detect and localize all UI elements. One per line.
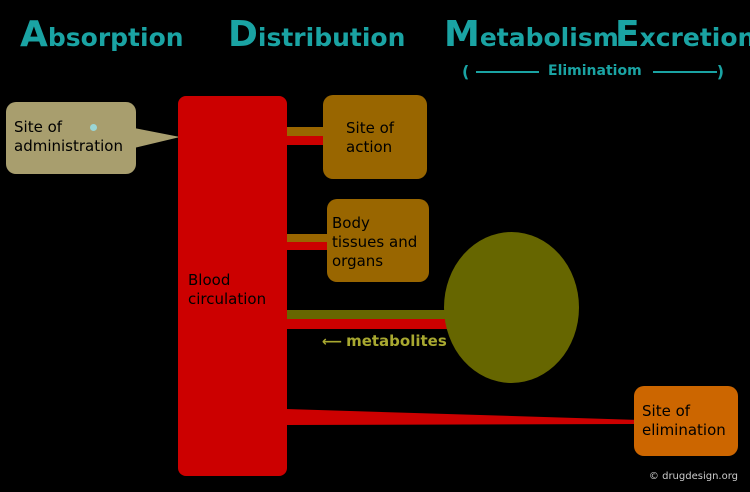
site-of-administration-label: Site of administration <box>14 118 123 155</box>
site-of-administration-box: Site of administration <box>6 102 136 174</box>
bracket-line-left <box>476 71 539 73</box>
bracket-line-right <box>653 71 717 73</box>
copyright-notice: © drugdesign.org <box>648 471 738 482</box>
site-of-elimination-label: Site of elimination <box>642 402 726 439</box>
band-tissues-red <box>286 242 328 250</box>
blood-circulation-label: Blood circulation <box>188 271 267 308</box>
site-of-action-box: Site of action <box>323 95 427 179</box>
right-paren: ) <box>716 62 724 81</box>
elimination-label: Eliminatiom <box>548 63 642 79</box>
blood-circulation-box: Blood circulation <box>178 96 287 476</box>
left-paren: ( <box>462 62 470 81</box>
heading-distribution: Distribution <box>228 14 406 55</box>
band-liver-olive <box>286 310 448 319</box>
heading-metabolism: Metabolism <box>444 14 619 55</box>
site-of-elimination-box: Site of elimination <box>634 386 738 456</box>
band-to-elimination <box>286 409 640 425</box>
callout-tail <box>134 128 180 148</box>
band-tissues-olive <box>286 234 328 242</box>
body-tissues-box: Body tissues and organs <box>327 199 429 282</box>
metabolism-organ-circle <box>444 232 579 383</box>
band-liver-red <box>286 319 448 329</box>
administration-dot-icon <box>90 124 97 131</box>
heading-excretion: Excretion <box>615 14 750 55</box>
elimination-bracket: ( Eliminatiom ) <box>462 62 732 84</box>
metabolites-label: ⟵metabolites <box>322 332 447 350</box>
heading-absorption: Absorption <box>20 14 184 55</box>
band-action-olive <box>286 127 324 136</box>
body-tissues-label: Body tissues and organs <box>332 214 418 270</box>
left-arrow-icon: ⟵ <box>322 334 343 350</box>
site-of-action-label: Site of action <box>346 119 395 156</box>
band-action-red <box>286 136 324 145</box>
